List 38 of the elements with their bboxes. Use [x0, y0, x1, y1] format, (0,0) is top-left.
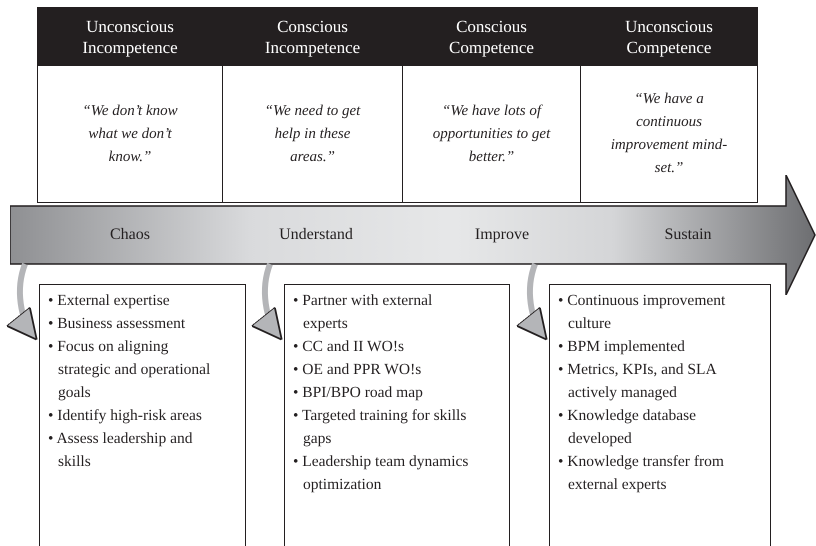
stage-column	[37, 7, 223, 203]
bullet-item: • BPM implemented	[558, 337, 686, 357]
bullet-item: • Knowledge transfer from external experts	[558, 452, 725, 495]
bullet-box	[39, 284, 246, 546]
phase-label: Sustain	[664, 226, 712, 244]
phase-label: Improve	[474, 226, 530, 244]
phase-label: Chaos	[110, 226, 150, 244]
bullet-item: • Assess leadership and skills	[48, 429, 194, 472]
quote-text: “We have a continuous improvement mind-set.”	[610, 90, 728, 178]
bullet-item: • BPI/BPO road map	[293, 383, 424, 403]
bullet-item: • OE and PPR WO!s	[293, 360, 422, 380]
stage-column	[402, 7, 581, 203]
bullet-item: • External expertise	[48, 291, 171, 311]
phase-label: Understand	[279, 226, 353, 244]
quote-text: “We have lots of opportunities to get better.”	[432, 102, 552, 166]
curved-arrow	[6, 263, 38, 341]
stage-heading: Unconscious Competence	[624, 16, 714, 58]
curved-arrow	[516, 263, 548, 341]
bullet-item: • Targeted training for skills gaps	[293, 406, 468, 449]
bullet-item: • Business assessment	[48, 314, 186, 334]
bullet-item: • CC and II WO!s	[293, 337, 406, 357]
bullet-item: • Partner with external experts	[293, 291, 434, 334]
bullet-box	[284, 284, 510, 546]
curved-arrow	[251, 263, 282, 341]
stage-column	[580, 7, 758, 203]
stage-heading: Conscious Incompetence	[264, 16, 362, 58]
bullet-item: • Continuous improvement culture	[558, 291, 726, 334]
bullet-item: • Leadership team dynamics optimization	[293, 452, 470, 495]
bullet-box	[549, 284, 771, 546]
quote-text: “We need to get help in these areas.”	[264, 102, 362, 166]
stage-heading: Unconscious Incompetence	[81, 16, 179, 58]
bullet-item: • Metrics, KPIs, and SLA actively managed	[558, 360, 718, 403]
bullet-item: • Knowledge database developed	[558, 406, 697, 449]
quote-text: “We don’t know what we don’t know.”	[81, 102, 179, 166]
bullet-item: • Focus on aligning strategic and operational goals	[48, 337, 212, 403]
stage-heading: Conscious Competence	[448, 16, 535, 58]
stage-column	[222, 7, 403, 203]
bullet-item: • Identify high-risk areas	[48, 406, 203, 426]
